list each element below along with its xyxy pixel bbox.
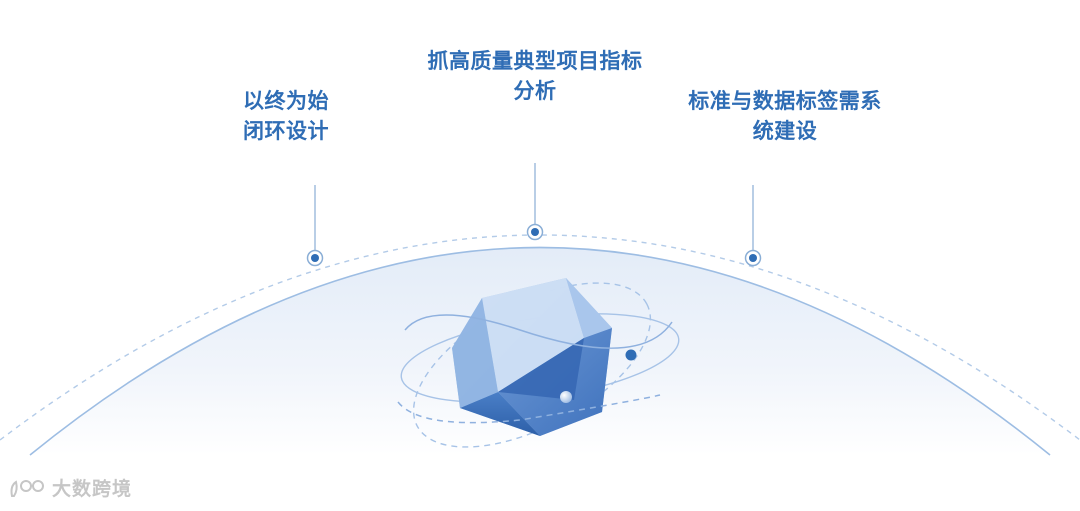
ring-dot-icon: [526, 223, 544, 241]
label-center-line1: 抓高质量典型项目指标: [427, 49, 643, 73]
logo-icon: [10, 479, 44, 497]
ring-dot-icon: [306, 249, 324, 267]
label-right-line2: 统建设: [752, 119, 818, 143]
crystal-orbit-icon: [397, 278, 680, 448]
label-left-line1: 以终为始: [243, 89, 329, 113]
label-center-line2: 分析: [513, 79, 557, 103]
watermark: 大数跨境: [8, 474, 132, 501]
label-left: 以终为始 闭环设计: [226, 86, 346, 146]
label-center: 抓高质量典型项目指标 分析: [405, 46, 665, 106]
watermark-text: 大数跨境: [52, 478, 133, 500]
ring-dot-icon: [744, 249, 762, 267]
dome-edge: [29, 246, 1051, 456]
label-right: 标准与数据标签需系 统建设: [665, 86, 905, 146]
label-right-line1: 标准与数据标签需系: [688, 89, 882, 113]
label-left-line2: 闭环设计: [243, 119, 329, 143]
outer-dashed-arc: [0, 234, 1080, 441]
